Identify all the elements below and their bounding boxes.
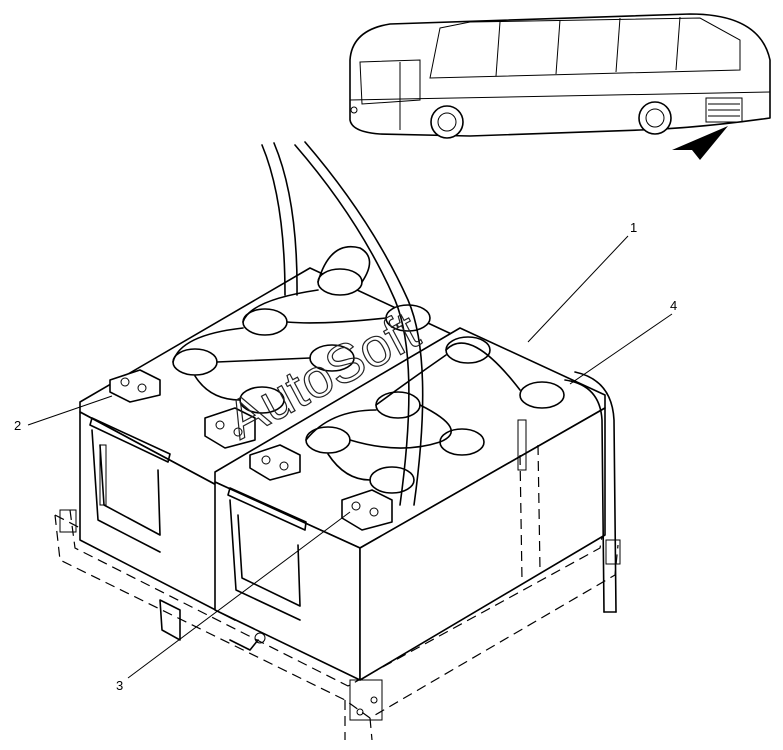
callout-2: 2 bbox=[14, 418, 21, 433]
bus-locator-view bbox=[349, 13, 771, 160]
callout-3: 3 bbox=[116, 678, 123, 693]
cell-links bbox=[172, 246, 521, 481]
leader-line-1 bbox=[527, 235, 629, 343]
leader-line-3 bbox=[127, 511, 351, 679]
leader-line-2 bbox=[27, 395, 113, 426]
leader-line-4 bbox=[569, 313, 673, 385]
callout-1: 1 bbox=[630, 220, 637, 235]
callout-4: 4 bbox=[670, 298, 677, 313]
callouts: 1 2 3 4 bbox=[14, 220, 677, 693]
terminal-clamps bbox=[109, 369, 393, 531]
location-arrow-icon bbox=[672, 126, 728, 160]
main-cables bbox=[261, 141, 617, 613]
